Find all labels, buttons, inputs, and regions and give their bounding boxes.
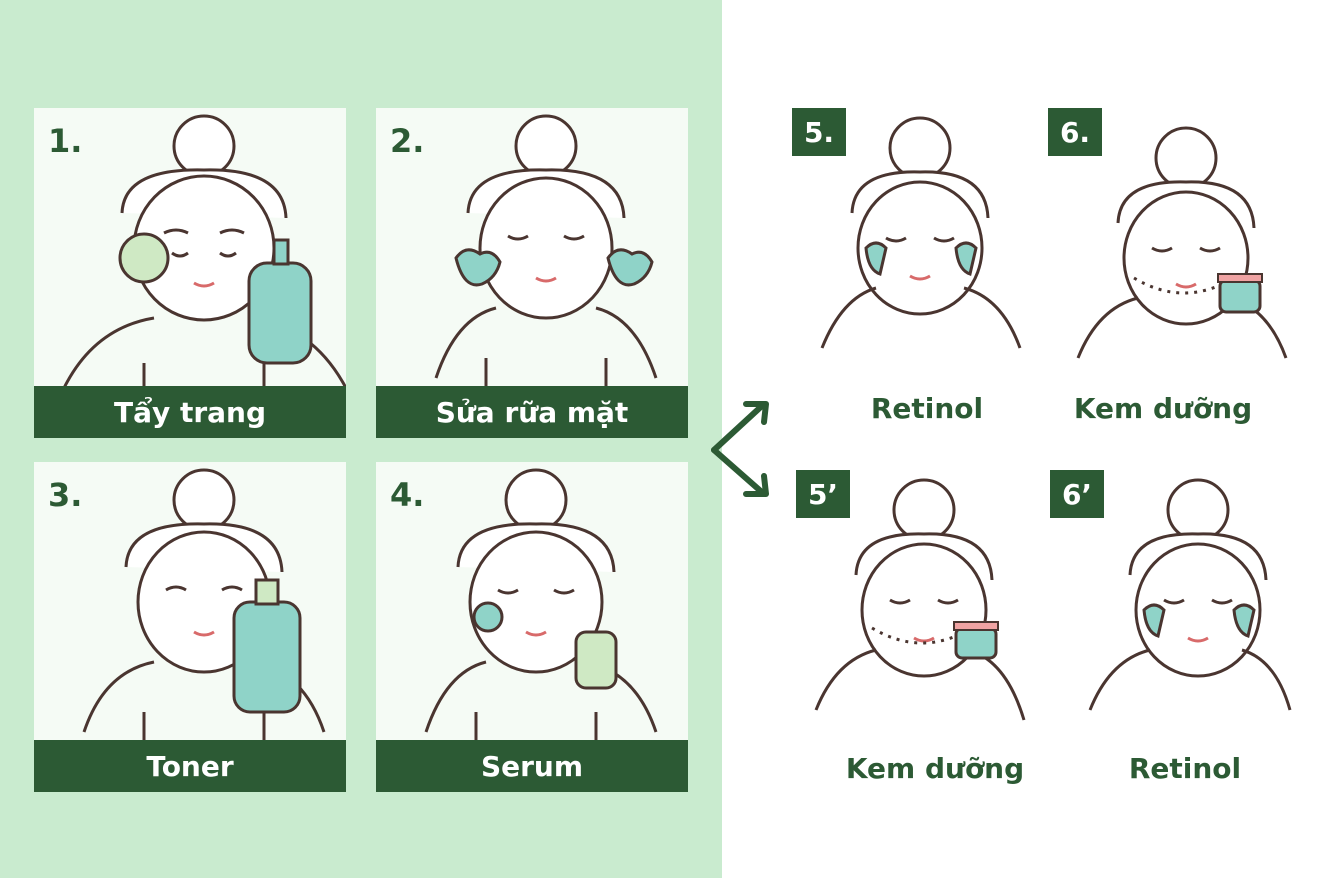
cotton-pad-icon [118,232,170,284]
step-caption: Kem dưỡng [1073,392,1253,425]
step-card-3: 3. Toner [34,462,346,792]
step-number-badge: 5. [792,108,846,156]
bottle-icon [247,261,313,365]
step-number-badge: 6’ [1050,470,1104,518]
cream-jar-icon [1218,278,1262,314]
fork-arrow-icon [711,401,769,497]
step-number: 3. [48,476,83,514]
step-caption: Kem dưỡng [845,752,1025,785]
step-label: Serum [376,740,688,792]
step-5: 5. Retinol [792,108,1042,448]
step-card-2: 2. Sửa rữa mặt [376,108,688,438]
step-number: 2. [390,122,425,160]
woman-face-icon [814,478,1026,721]
step-label: Tẩy trang [34,386,346,438]
step-number-badge: 6. [1048,108,1102,156]
woman-face-icon [1088,478,1292,711]
step-card-1: 1. Tẩy trang [34,108,346,438]
step-card-4: 4. Serum [376,462,688,792]
step-caption: Retinol [870,392,984,425]
woman-face-icon [434,114,658,388]
step-number: 4. [390,476,425,514]
bottle-icon [574,630,618,690]
step-5-alt: 5’ Kem dưỡng [796,470,1046,810]
step-caption: Retinol [1128,752,1242,785]
step-6-alt: 6’ Retinol [1050,470,1300,810]
woman-face-icon [424,468,658,742]
step-number: 1. [48,122,83,160]
step-6: 6. Kem dưỡng [1048,108,1298,448]
woman-face-icon [820,116,1022,349]
cream-jar-icon [954,626,998,660]
cotton-pad-icon [472,601,504,633]
woman-face-icon [82,468,326,742]
foam-icon [454,248,502,287]
step-number-badge: 5’ [796,470,850,518]
step-label: Sửa rữa mặt [376,386,688,438]
bottle-icon [232,600,302,714]
step-label: Toner [34,740,346,792]
woman-face-icon [62,114,346,389]
woman-face-icon [1076,126,1288,359]
